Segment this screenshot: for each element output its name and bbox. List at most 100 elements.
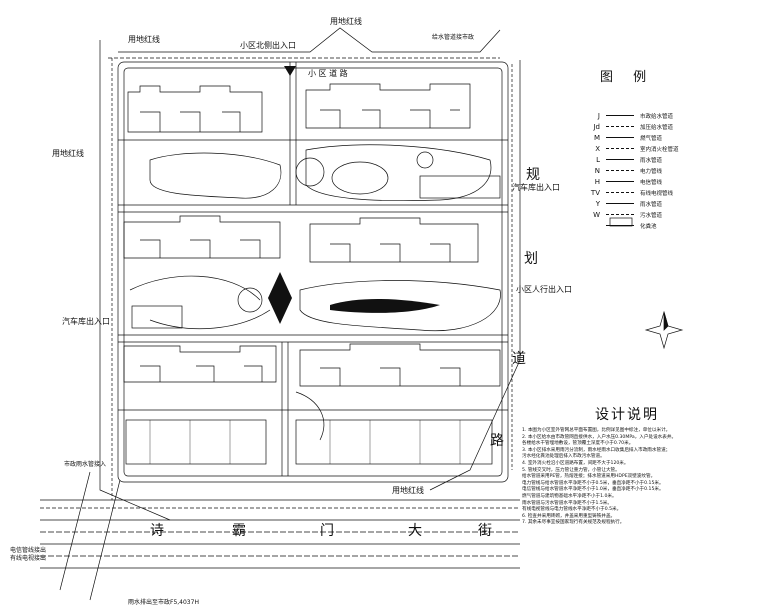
note-line: 4. 室外消火栓沿小区道路布置，间距不大于120米。 [522, 460, 629, 466]
note-line: 1. 本图为小区室外管网总平面布置图，比例详见图中标注，单位以米计。 [522, 428, 671, 433]
legend-code: J [597, 111, 600, 120]
road-east-3: 道 [512, 351, 528, 367]
legend-line-sample [606, 137, 634, 138]
building-8 [295, 419, 493, 465]
building-3 [123, 215, 281, 259]
building-2 [305, 83, 471, 129]
main-road-3: 门 [320, 523, 336, 539]
building-5 [123, 345, 277, 383]
note-line: 电力管线与给水管道水平净距不小于0.5米，垂直净距不小于0.15米。 [522, 480, 664, 486]
note-line: 3. 本小区排水采用雨污分流制，雨水经雨水口收集后排入市政雨水管道； [522, 447, 671, 453]
legend-desc: 加压给水管道 [640, 124, 674, 131]
legend-code: H [594, 177, 600, 186]
legend-desc: 雨水管道 [640, 157, 663, 164]
legend-item: TV 有线电视管线 [560, 187, 740, 198]
note-line: 7. 其余未尽事宜按国家现行有关规范及规程执行。 [522, 520, 625, 526]
legend-desc: 电信管线 [640, 179, 663, 186]
legend-line-sample [606, 181, 634, 182]
note-line: 有线电视管线与电力管线水平净距不小于0.5米。 [522, 507, 622, 513]
note-line: 6. 检查井采用砖砌，井盖采用重型铸铁井盖。 [522, 513, 616, 519]
site-boundary [117, 61, 509, 483]
bottom-left-label-3: 有线电视接出 [10, 555, 47, 562]
legend-code: Y [595, 199, 600, 208]
legend-line-sample [606, 159, 634, 160]
red-line-label-top: 用地红线 [330, 17, 362, 26]
water-supply-label: 给水管道接市政 [432, 34, 475, 41]
north-gate-label: 小区北侧出入口 [240, 41, 296, 50]
road-se: 路 [490, 433, 506, 449]
main-road-1: 诗 [150, 523, 166, 539]
building-6 [299, 343, 501, 387]
main-road-2: 霸 [232, 523, 248, 539]
legend-desc: 雨水管道 [640, 201, 663, 208]
legend-line-sample [606, 115, 634, 116]
legend-code: X [595, 144, 600, 153]
legend-code: Jd [593, 122, 600, 131]
legend-desc: 室内消火栓管道 [640, 146, 679, 153]
legend-line-sample [606, 225, 634, 226]
north-arrow-icon [644, 310, 684, 350]
red-line-label-bottom: 用地红线 [392, 486, 424, 495]
water-feature [330, 298, 440, 313]
legend-desc: 化粪池 [640, 223, 657, 230]
note-line: 5. 管线交叉时，压力管让重力管，小管让大管。 [522, 467, 620, 473]
bottom-left-label-1: 市政雨水管接入 [64, 461, 107, 468]
bottom-note-label: 雨水排出至市政F5,4037H [128, 599, 199, 606]
district-road-label: 小 区 道 路 [308, 69, 348, 78]
legend-item: 化粪池 [560, 220, 740, 231]
legend-desc: 有线电视管线 [640, 190, 674, 197]
road-east-1: 规 [526, 167, 542, 183]
red-line-label-left: 用地红线 [52, 149, 84, 158]
legend-desc: 市政给水管道 [640, 113, 674, 120]
car-entrance-east-label: 汽车库出入口 [512, 183, 560, 192]
red-line-top [118, 27, 501, 53]
note-line: 雨水管道与污水管道水平净距不小于1.5米。 [522, 500, 612, 506]
building-7 [125, 419, 267, 465]
legend-code: M [593, 133, 600, 142]
note-line: 电信管线与给水管道水平净距不小于1.0米，垂直净距不小于0.15米。 [522, 487, 664, 493]
bottom-left-label-2: 电信管线接出 [10, 547, 47, 554]
red-line-left [99, 40, 171, 521]
entry-arrow-north [284, 66, 296, 76]
legend-code: N [594, 166, 600, 175]
pedestrian-entrance-label: 小区人行出入口 [516, 285, 572, 294]
building-4 [309, 217, 479, 263]
notes-title: 设计说明 [595, 407, 659, 423]
legend-code: TV [590, 188, 600, 197]
legend-item: Y 雨水管道 [560, 198, 740, 209]
note-line: 2. 本小区给水由市政管网直接供水，入户水压0.30MPa，入户处设水表井。 [522, 434, 677, 440]
building-1 [127, 85, 263, 133]
legend-title: 图 例 [600, 70, 655, 85]
legend-item: M 燃气管道 [560, 132, 740, 143]
legend-line-sample [606, 192, 634, 193]
legend-line-sample [606, 170, 634, 171]
red-line-label-top-left: 用地红线 [128, 35, 160, 44]
legend-code: L [596, 155, 600, 164]
design-notes: 1. 本图为小区室外管网总平面布置图，比例详见图中标注，单位以米计。2. 本小区… [522, 428, 752, 527]
legend-line-sample [606, 203, 634, 204]
legend-desc: 污水管道 [640, 212, 663, 219]
legend-item: X 室内消火栓管道 [560, 143, 740, 154]
car-entrance-west-label: 汽车库出入口 [62, 317, 110, 326]
legend-item: H 电信管线 [560, 176, 740, 187]
legend-line-sample [606, 126, 634, 127]
legend-line-sample [606, 214, 634, 215]
legend-item: W 污水管道 [560, 209, 740, 220]
legend-item: L 雨水管道 [560, 154, 740, 165]
plaza-star [268, 272, 292, 324]
red-line-right [429, 60, 521, 491]
legend-desc: 燃气管道 [640, 135, 663, 142]
legend-item: J 市政给水管道 [560, 110, 740, 121]
legend-item: Jd 加压给水管道 [560, 121, 740, 132]
main-road-5: 街 [478, 523, 494, 539]
road-east-2: 划 [524, 251, 540, 267]
note-line: 各楼给水干管埋地敷设，管顶覆土深度不小于0.70米。 [522, 441, 634, 447]
main-road-4: 大 [408, 523, 424, 539]
note-line: 污水经化粪池处理后排入市政污水管道。 [522, 454, 605, 460]
note-line: 燃气管道与建筑物基础水平净距不小于1.0米。 [522, 493, 617, 499]
legend-code: W [593, 210, 600, 219]
note-line: 给水管道采用PE管，热熔连接；排水管道采用HDPE双壁波纹管。 [522, 474, 656, 480]
